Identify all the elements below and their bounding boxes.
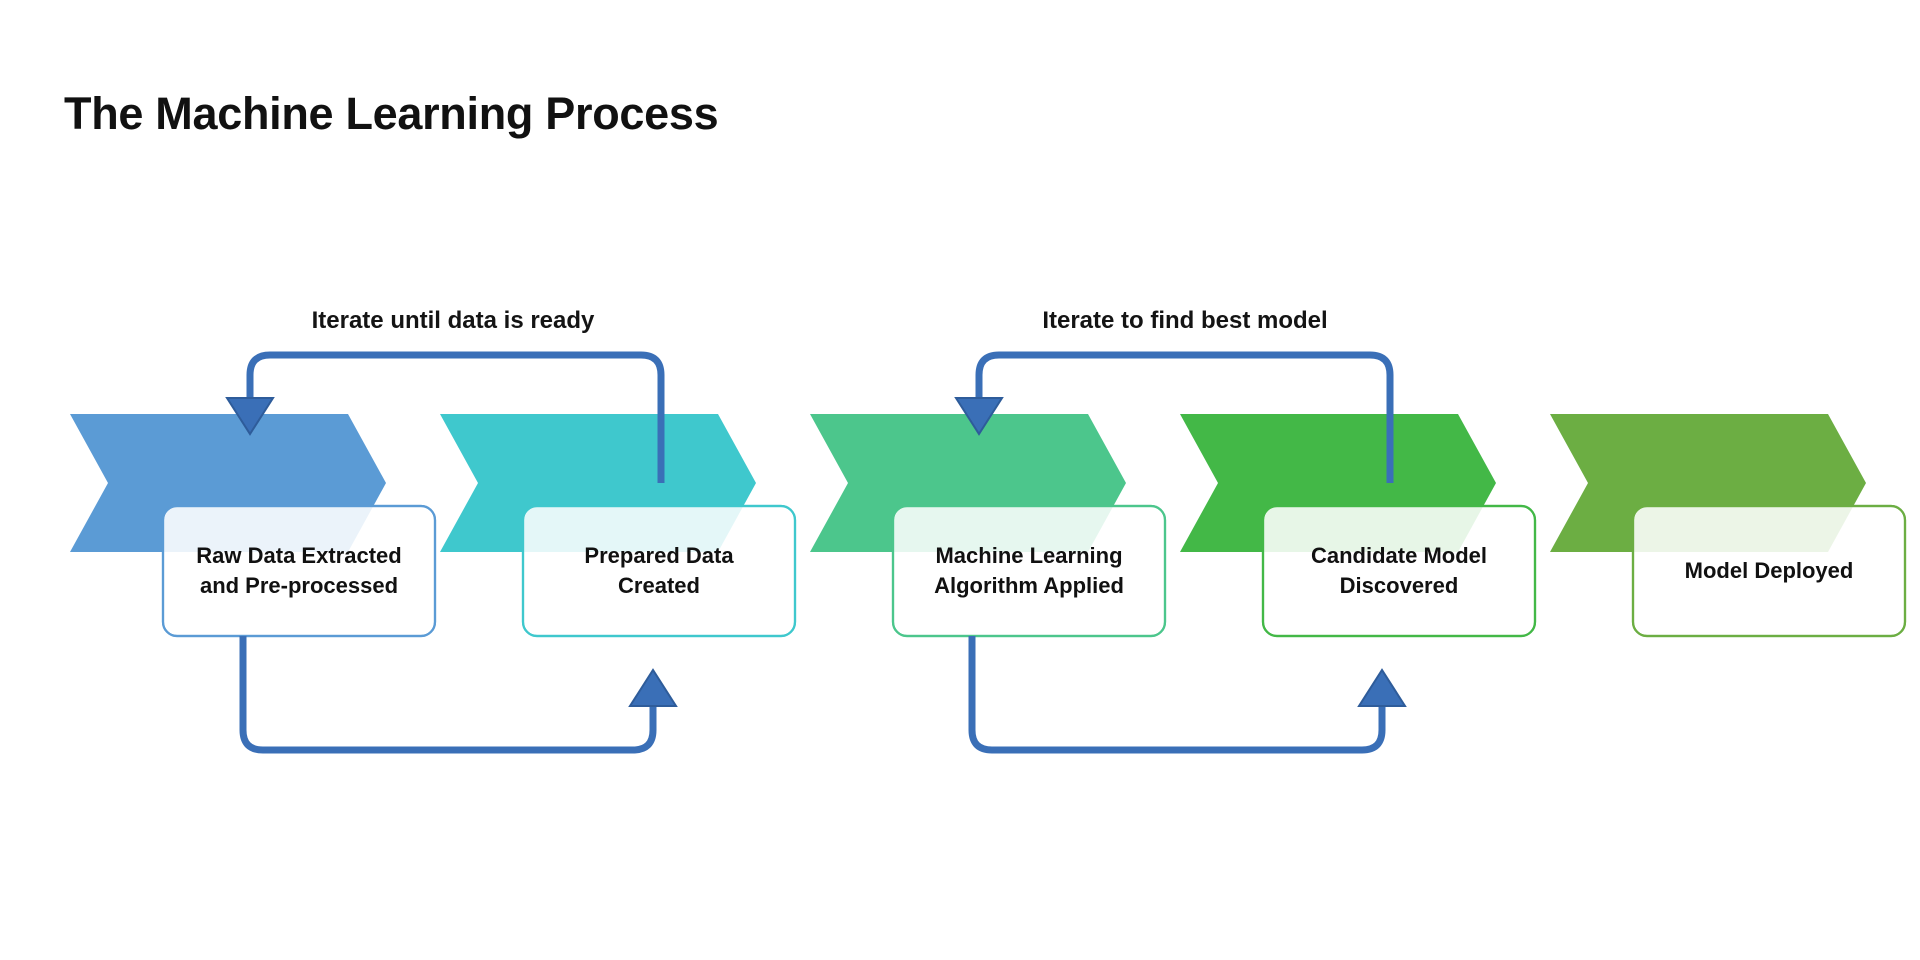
loop-label-iterate-model: Iterate to find best model bbox=[1042, 307, 1328, 334]
step-box-4[interactable] bbox=[1180, 414, 1537, 638]
loop-arrow-bottom-1 bbox=[239, 636, 678, 754]
page-title: The Machine Learning Process bbox=[64, 88, 719, 139]
loop-label-iterate-data: Iterate until data is ready bbox=[311, 307, 595, 334]
loop-arrow-bottom-2 bbox=[968, 636, 1407, 754]
loop-arrow-top-1 bbox=[225, 351, 665, 483]
step-box-3[interactable] bbox=[810, 414, 1167, 638]
loop-arrow-top-2 bbox=[954, 351, 1394, 483]
step-box-1[interactable] bbox=[70, 414, 437, 638]
step-box-5[interactable] bbox=[1550, 414, 1907, 638]
step-box-2[interactable] bbox=[440, 414, 797, 638]
